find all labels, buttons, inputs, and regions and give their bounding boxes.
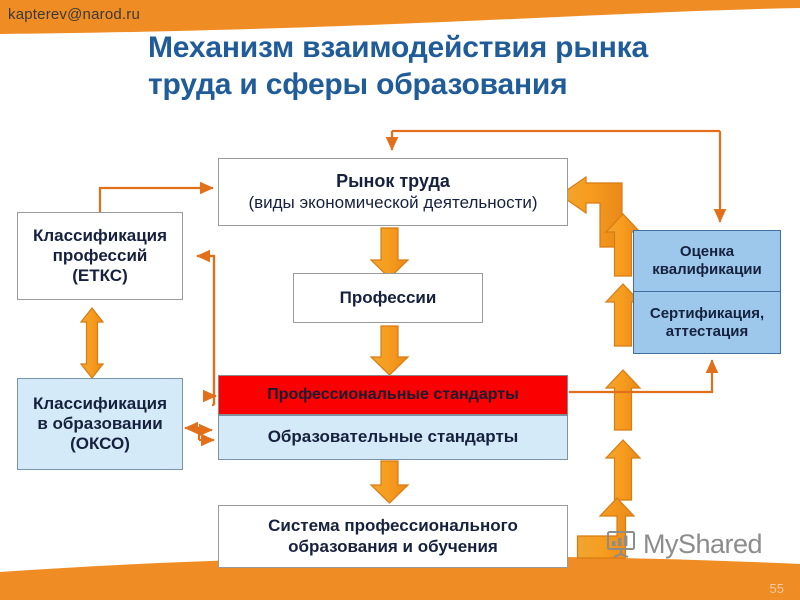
box-qualification-assessment-line-2: квалификации [652,261,762,278]
connector-classprof-to-market [98,181,214,212]
box-classification-education-line-3: (ОКСО) [70,434,130,454]
watermark: MyShared [604,527,763,561]
arrow-professions-to-profstd [369,325,410,376]
box-classification-professions-line-3: (ЕТКС) [72,266,128,286]
box-qualification-assessment-line-1: Оценка [679,243,735,261]
arrow-up-from-edustd [604,439,642,501]
box-professional-standards-label: Профессиональные стандарты [267,385,519,403]
arrow-bent-into-market [558,175,623,248]
connector-profstd-to-certification [569,359,719,394]
box-market[interactable]: Рынок труда (виды экономической деятельн… [218,158,568,226]
box-educational-standards[interactable]: Образовательные стандарты [218,415,568,460]
box-system-line-1: Система профессионального [268,516,518,536]
box-professions[interactable]: Профессии [293,273,483,323]
box-market-subtitle: (виды экономической деятельности) [248,192,538,212]
title-line-1: Механизм взаимодействия рынка [148,31,648,64]
box-classification-education-line-2: в образовании [37,413,163,433]
box-certification-line-1: Сертификация, [649,304,765,322]
box-market-title: Рынок труда [336,171,450,192]
box-qualification-assessment[interactable]: Оценка квалификации [633,230,781,292]
box-professional-standards[interactable]: Профессиональные стандарты [218,375,568,415]
box-classification-professions-line-2: профессий [52,245,148,265]
box-classification-professions-line-1: Классификация [32,225,168,245]
box-professions-label: Профессии [339,287,437,307]
arrow-up-from-profstd [604,369,642,431]
arrow-classprof-classedu-bidirectional [79,307,105,379]
arrow-standards-to-system [369,460,410,504]
arrow-market-to-professions [369,227,410,279]
watermark-text: MyShared [643,528,763,559]
box-certification-line-2: аттестация [665,322,749,340]
box-system-line-2: образования и обучения [288,536,498,556]
page-number: 55 [769,581,784,596]
title-line-2: труда и сферы образования [148,67,568,101]
box-classification-professions[interactable]: Классификация профессий (ЕТКС) [17,212,183,300]
page-title: Механизм взаимодействия рынка труда и сф… [148,30,788,103]
email-label: kapterev@narod.ru [8,6,141,23]
box-certification[interactable]: Сертификация, аттестация [633,292,781,354]
bottom-band [0,552,800,600]
box-classification-education-line-1: Классификация [32,393,168,413]
box-classification-education[interactable]: Классификация в образовании (ОКСО) [17,378,183,470]
box-system[interactable]: Система профессионального образования и … [218,505,568,568]
presentation-board-icon [607,531,635,558]
box-educational-standards-label: Образовательные стандарты [267,427,519,447]
top-band [0,0,800,40]
